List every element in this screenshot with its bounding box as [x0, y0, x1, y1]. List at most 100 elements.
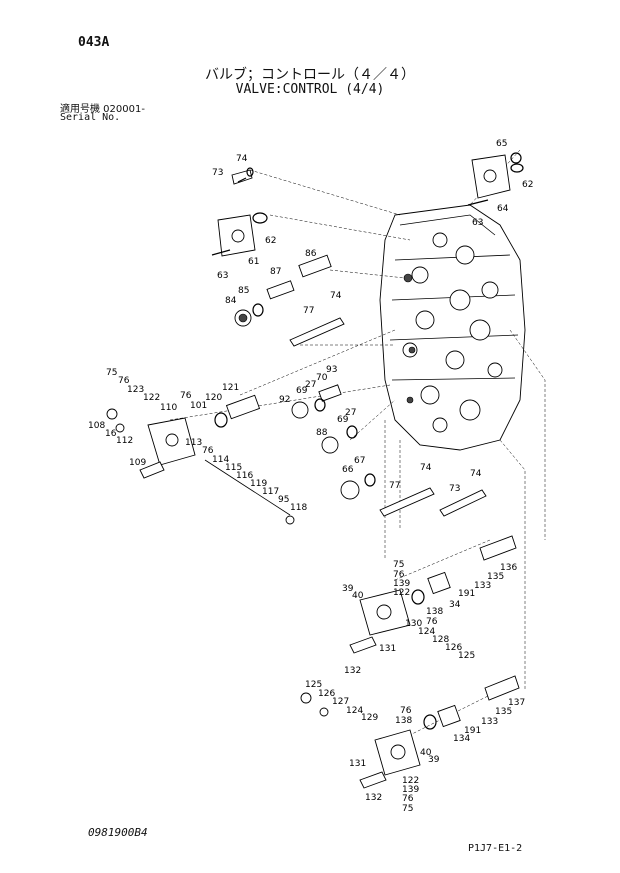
part-label: 126: [445, 643, 462, 653]
part-label: 74: [420, 463, 432, 473]
part-label: 40: [352, 591, 364, 601]
part-label: 113: [185, 438, 202, 448]
part-label: 69: [337, 415, 349, 425]
relief-valve-group-upper: [349, 535, 517, 654]
part-label: 126: [318, 689, 335, 699]
part-label: 125: [458, 651, 475, 661]
part-label: 133: [474, 581, 491, 591]
cover-plate-top-right: [467, 152, 524, 206]
cover-group-left: [106, 394, 295, 525]
part-label: 76: [402, 794, 414, 804]
part-number-labels: 65 62 64 63 74 73 62 61 63 86 87 85 84 7…: [88, 139, 533, 814]
serial-label-english: Serial No.: [60, 112, 121, 123]
part-label: 87: [270, 267, 281, 277]
part-label: 101: [190, 401, 207, 411]
part-label: 88: [316, 428, 328, 438]
part-label: 27: [305, 380, 316, 390]
part-label: 62: [265, 236, 276, 246]
part-label: 132: [344, 666, 361, 676]
part-label: 191: [464, 726, 481, 736]
part-label: 73: [212, 168, 223, 178]
cover-plate-left: [211, 212, 268, 257]
part-label: 110: [160, 403, 177, 413]
part-label: 75: [106, 368, 117, 378]
part-label: 76: [202, 446, 214, 456]
part-label: 40: [420, 748, 432, 758]
part-label: 191: [458, 589, 475, 599]
part-label: 73: [449, 484, 460, 494]
part-label: 84: [225, 296, 237, 306]
part-label: 117: [262, 487, 279, 497]
part-label: 134: [453, 734, 470, 744]
document-code: 0981900B4: [88, 826, 148, 839]
part-label: 63: [472, 218, 483, 228]
part-label: 123: [127, 385, 144, 395]
part-label: 108: [88, 421, 105, 431]
part-label: 133: [481, 717, 498, 727]
part-label: 39: [342, 584, 354, 594]
part-label: 115: [225, 463, 242, 473]
part-label: 75: [393, 560, 404, 570]
part-label: 64: [497, 204, 509, 214]
part-label: 116: [236, 471, 253, 481]
part-label: 70: [316, 373, 328, 383]
part-label: 127: [332, 697, 349, 707]
part-label: 128: [432, 635, 449, 645]
title-english: VALVE:CONTROL (4/4): [235, 82, 385, 97]
part-label: 125: [305, 680, 322, 690]
part-label: 66: [342, 465, 354, 475]
part-label: 93: [326, 365, 337, 375]
part-label: 135: [495, 707, 512, 717]
part-label: 121: [222, 383, 239, 393]
part-label: 85: [238, 286, 249, 296]
part-label: 131: [379, 644, 396, 654]
part-label: 61: [248, 257, 259, 267]
part-label: 139: [402, 785, 419, 795]
part-label: 136: [500, 563, 517, 573]
serial-label-japanese: 適用号機 020001-: [60, 104, 145, 115]
part-label: 118: [290, 503, 307, 513]
part-label: 76: [118, 376, 130, 386]
part-label: 76: [393, 570, 405, 580]
part-label: 109: [129, 458, 146, 468]
part-label: 92: [279, 395, 290, 405]
part-label: 16: [105, 429, 117, 439]
part-label: 137: [508, 698, 525, 708]
part-label: 74: [236, 154, 248, 164]
part-label: 122: [143, 393, 160, 403]
part-label: 77: [303, 306, 314, 316]
part-label: 138: [426, 607, 443, 617]
part-label: 69: [296, 386, 308, 396]
part-label: 129: [361, 713, 378, 723]
part-label: 135: [487, 572, 504, 582]
part-label: 131: [349, 759, 366, 769]
part-label: 139: [393, 579, 410, 589]
part-label: 74: [470, 469, 482, 479]
relief-valve-group-lower: [300, 675, 520, 789]
valve-body: [379, 204, 526, 451]
part-label: 77: [389, 481, 400, 491]
part-label: 76: [180, 391, 192, 401]
part-label: 63: [217, 271, 228, 281]
page-code: 043A: [78, 35, 110, 50]
part-label: 122: [402, 776, 419, 786]
part-label: 34: [449, 600, 461, 610]
part-label: 114: [212, 455, 229, 465]
part-label: 27: [345, 408, 356, 418]
part-label: 76: [400, 706, 412, 716]
part-label: 74: [330, 291, 342, 301]
part-label: 67: [354, 456, 365, 466]
part-label: 112: [116, 436, 133, 446]
part-label: 124: [418, 627, 435, 637]
part-label: 124: [346, 706, 363, 716]
part-label: 62: [522, 180, 533, 190]
sheet-code: P1J7-E1-2: [468, 843, 523, 854]
spool-assembly-top: [231, 167, 345, 347]
part-label: 119: [250, 479, 267, 489]
part-label: 65: [496, 139, 507, 149]
part-label: 122: [393, 588, 410, 598]
part-label: 39: [428, 755, 440, 765]
part-label: 86: [305, 249, 317, 259]
part-label: 95: [278, 495, 289, 505]
